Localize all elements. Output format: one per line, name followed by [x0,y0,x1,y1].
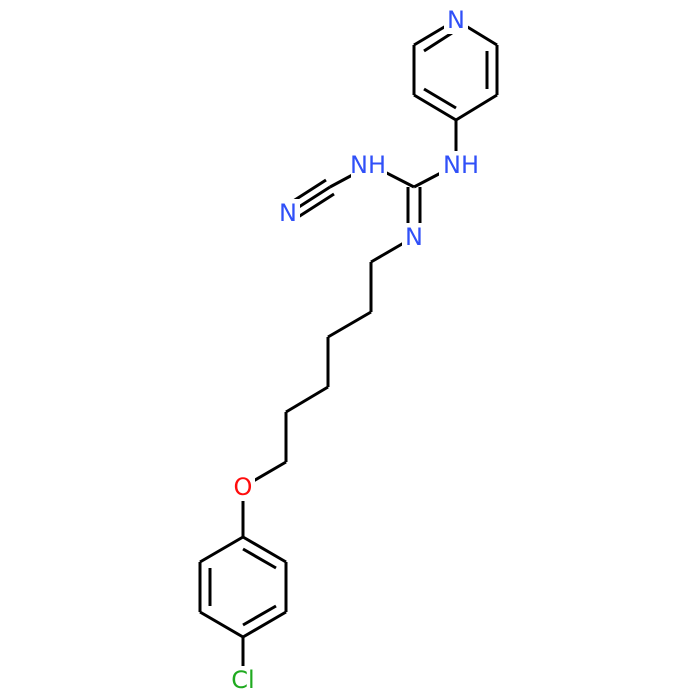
bond-benzene-3 [242,610,287,639]
label-bg-pyridine-n [444,6,468,34]
nitrile-n-label: N [279,199,297,227]
bond-benzene-1-inner [242,547,277,570]
bond-nitrile-3 [294,192,335,221]
nh-pyridyl-label: NH [443,151,479,179]
label-bg-nh-cyano [351,151,387,179]
bond-benzene-4 [199,610,244,639]
bond-pyridine-6-inner [423,31,453,53]
imine-n-label: N [405,223,423,251]
bond-benzene-1 [242,535,287,564]
ether-o-label: O [234,473,253,501]
pyridine-n-label: N [447,6,465,34]
bond-pyridine-3 [455,93,498,122]
label-bg-imine-n [402,223,426,251]
label-bg-chloro [228,666,258,694]
bond-chain-4 [285,385,329,414]
label-bg-nitrile-n [276,199,300,227]
atom-label-layer: N NH NH N N O Cl [228,6,479,694]
bond-benzene-6 [199,535,244,564]
bond-pyridine-4 [413,93,457,122]
nh-cyano-label: NH [350,151,386,179]
bond-benzene-3-inner [242,604,277,627]
chloro-label: Cl [231,666,254,694]
bond-pyridine-4-inner [423,87,457,110]
label-bg-ether-o [231,473,255,501]
label-bg-nh-pyridyl [439,151,475,179]
bond-chain-2 [327,310,372,339]
